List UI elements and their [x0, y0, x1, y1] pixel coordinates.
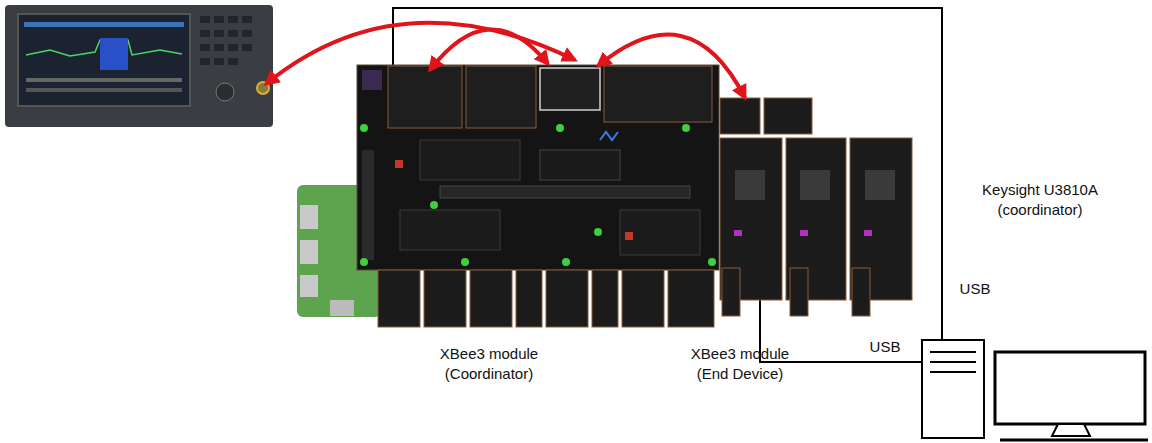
device-label: XBee3 module (End Device) — [675, 344, 805, 383]
spectrum-analyzer — [5, 5, 273, 127]
connection-label: USB — [860, 337, 910, 357]
wireless-test-board — [357, 65, 912, 327]
pc-icon — [922, 340, 1148, 440]
device-label: Keysight U3810A (coordinator) — [973, 180, 1107, 219]
rf-link-arrow — [266, 23, 745, 98]
connection-label: USB — [950, 279, 1000, 299]
device-label: XBee3 module (Coordinator) — [424, 344, 554, 383]
